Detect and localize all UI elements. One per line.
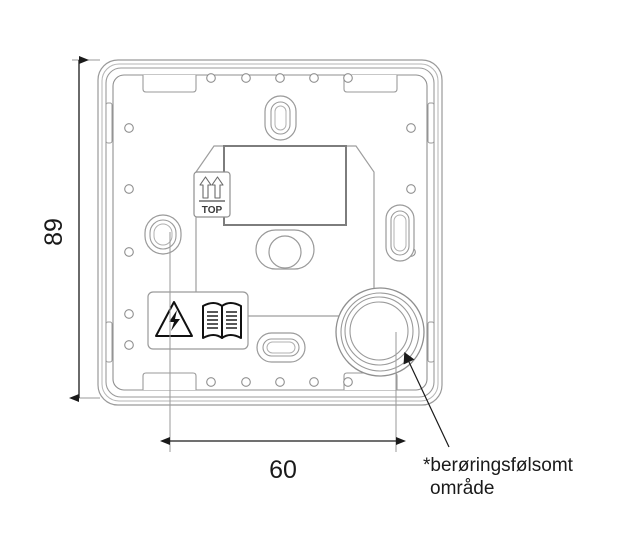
width-dimension: 60 bbox=[160, 232, 406, 484]
open-book-icon bbox=[202, 302, 242, 339]
vent-hole bbox=[275, 377, 285, 387]
right-side-tab-lower bbox=[427, 321, 435, 363]
vent-hole bbox=[343, 377, 353, 387]
outer-shell-edge-3 bbox=[105, 67, 435, 398]
mount-hole bbox=[406, 184, 416, 194]
right-oval-slot bbox=[385, 204, 415, 262]
mount-hole bbox=[406, 123, 416, 133]
mount-hole bbox=[124, 184, 134, 194]
shipping-top-label: TOP bbox=[193, 171, 231, 218]
vent-hole bbox=[309, 73, 319, 83]
mount-hole bbox=[124, 123, 134, 133]
device-body: TOP bbox=[97, 59, 443, 406]
touch-area-note-line1: *berøringsfølsomt bbox=[423, 455, 574, 476]
mount-hole bbox=[124, 309, 134, 319]
mount-hole bbox=[124, 340, 134, 350]
width-dimension-value: 60 bbox=[269, 456, 297, 484]
vent-hole bbox=[206, 73, 216, 83]
left-side-tab-upper bbox=[105, 102, 113, 144]
vent-hole bbox=[241, 377, 251, 387]
touch-sensitive-area[interactable] bbox=[335, 287, 425, 377]
left-oval-slot bbox=[144, 214, 182, 255]
top-hole-row bbox=[206, 73, 353, 83]
outer-shell-edge-2 bbox=[101, 63, 439, 402]
mount-hole bbox=[124, 247, 134, 257]
annotation-leader-line bbox=[403, 352, 450, 448]
center-button[interactable] bbox=[255, 229, 315, 270]
left-hole-column bbox=[124, 123, 134, 350]
bottom-oval-slot bbox=[256, 332, 306, 363]
left-side-tab-lower bbox=[105, 321, 113, 363]
top-oval-slot bbox=[264, 95, 297, 141]
vent-hole bbox=[241, 73, 251, 83]
bottom-hole-row bbox=[206, 377, 353, 387]
right-side-tab-upper bbox=[427, 102, 435, 144]
vent-hole bbox=[309, 377, 319, 387]
shipping-top-label-text: TOP bbox=[202, 205, 223, 216]
vent-hole bbox=[343, 73, 353, 83]
touch-area-note-line2: område bbox=[430, 478, 494, 499]
height-dimension: 89 bbox=[40, 56, 100, 402]
height-dimension-value: 89 bbox=[40, 218, 68, 246]
top-notch-right bbox=[343, 75, 398, 93]
top-notch-left bbox=[142, 75, 197, 93]
touch-area-annotation: *berøringsfølsomt område bbox=[403, 352, 574, 499]
display-panel bbox=[223, 145, 347, 226]
vent-hole bbox=[206, 377, 216, 387]
high-voltage-triangle-icon bbox=[155, 301, 193, 337]
vent-hole bbox=[275, 73, 285, 83]
